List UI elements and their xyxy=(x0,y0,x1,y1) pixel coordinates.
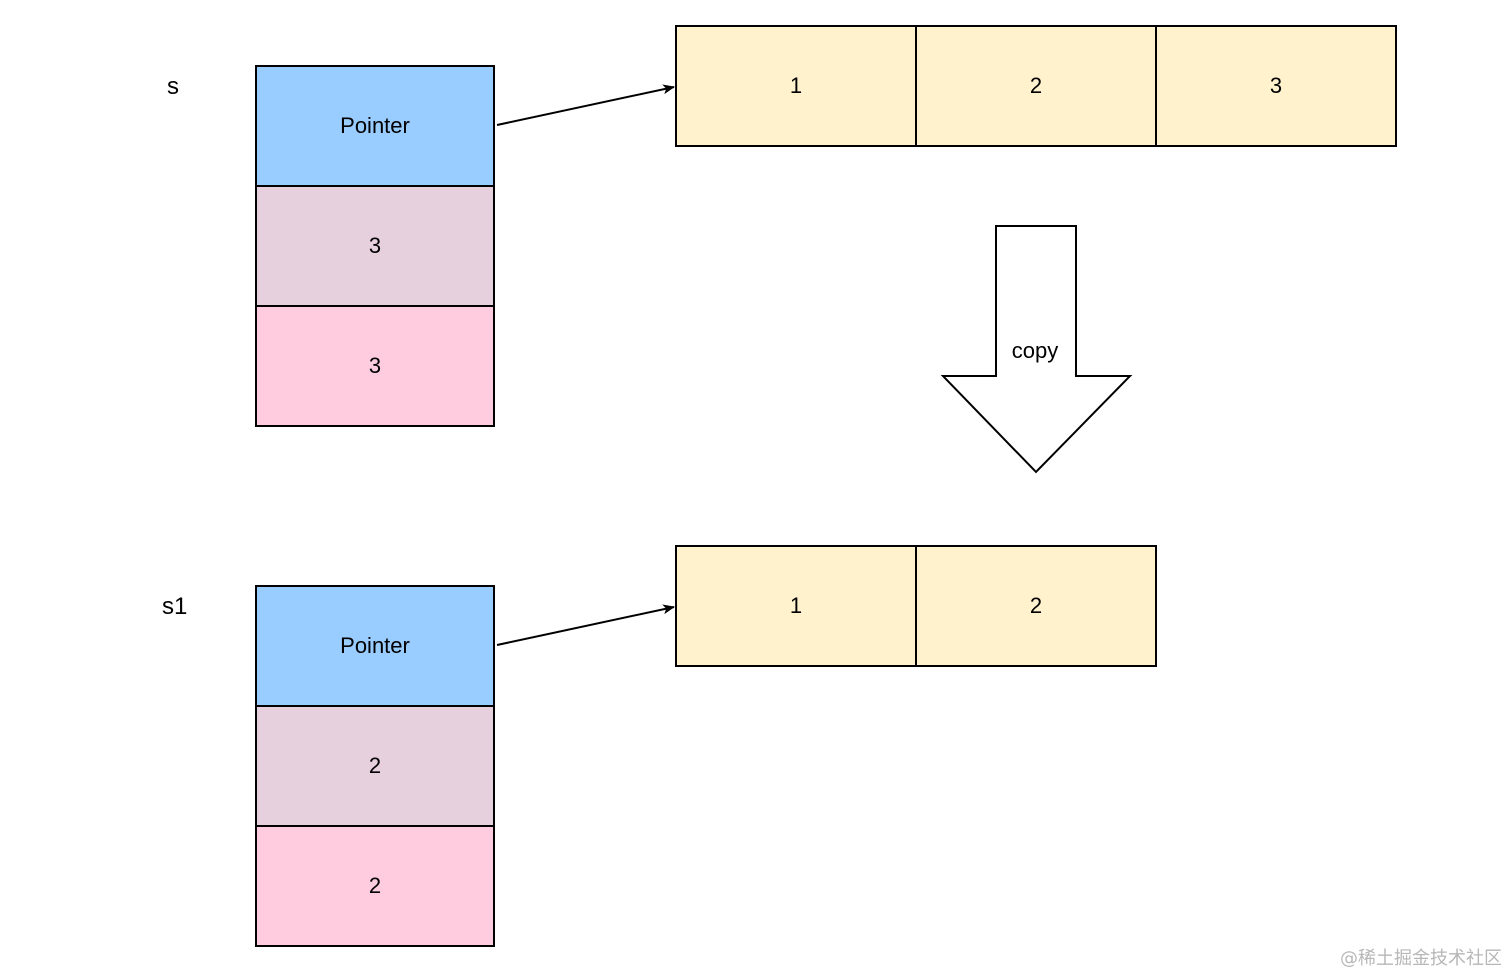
pointer-label: Pointer xyxy=(340,633,410,658)
len-value: 2 xyxy=(368,753,382,778)
array-element-value: 2 xyxy=(1029,73,1043,98)
var-label-s: s xyxy=(167,73,179,100)
pointer-arrow-s1 xyxy=(496,604,675,646)
array-element-value: 1 xyxy=(789,73,803,98)
copy-label: copy xyxy=(1012,338,1058,363)
cap-field: 2 xyxy=(255,825,495,947)
array-element-value: 3 xyxy=(1269,73,1283,98)
array-element-value: 2 xyxy=(1029,593,1043,618)
slice-header-s: Pointer 3 3 xyxy=(255,65,497,427)
watermark: @稀土掘金技术社区 xyxy=(1340,948,1502,969)
len-value: 3 xyxy=(368,233,382,258)
array-element: 2 xyxy=(915,545,1157,667)
pointer-label: Pointer xyxy=(340,113,410,138)
cap-field: 3 xyxy=(255,305,495,427)
array-element-value: 1 xyxy=(789,593,803,618)
cap-value: 2 xyxy=(368,873,382,898)
slice-header-s1: Pointer 2 2 xyxy=(255,585,497,947)
array-s: 1 2 3 xyxy=(675,25,1397,147)
var-label-s1: s1 xyxy=(162,593,188,620)
pointer-arrow-s xyxy=(496,84,675,126)
len-field: 2 xyxy=(255,705,495,827)
cap-value: 3 xyxy=(368,353,382,378)
copy-block-arrow xyxy=(940,225,1133,474)
array-element: 3 xyxy=(1155,25,1397,147)
array-s1: 1 2 xyxy=(675,545,1157,667)
